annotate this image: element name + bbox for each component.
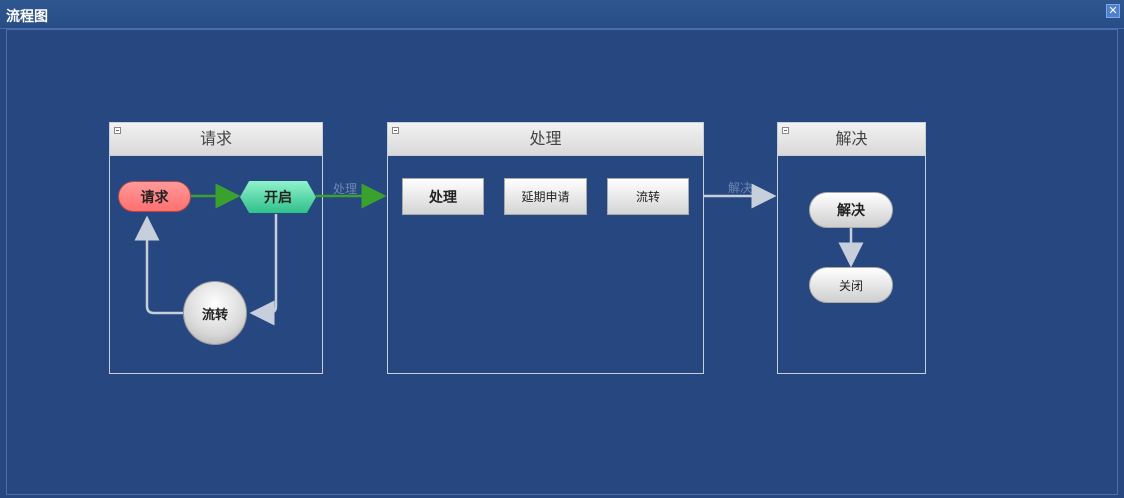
node-request[interactable]: 请求	[118, 181, 191, 212]
window-title: 流程图	[6, 9, 48, 25]
collapse-icon[interactable]	[114, 127, 121, 134]
process-button[interactable]: 处理	[402, 178, 484, 215]
node-request-label: 请求	[140, 189, 169, 206]
node-resolve[interactable]: 解决	[809, 192, 893, 228]
edge-label-process: 处理	[333, 182, 358, 196]
extend-request-button-label: 延期申请	[521, 190, 570, 204]
title-bar: 流程图 ✕	[0, 0, 1124, 29]
transfer-button-label: 流转	[635, 190, 660, 204]
transfer-button[interactable]: 流转	[607, 178, 689, 215]
node-transfer[interactable]: 流转	[183, 281, 247, 345]
process-button-label: 处理	[429, 189, 457, 206]
lane-process: 处理	[387, 122, 704, 374]
lane-resolve-title: 解决	[835, 129, 868, 148]
node-resolve-label: 解决	[837, 203, 865, 219]
lane-process-header: 处理	[388, 123, 703, 156]
collapse-icon[interactable]	[782, 127, 789, 134]
extend-request-button[interactable]: 延期申请	[504, 178, 587, 215]
lane-process-title: 处理	[529, 129, 562, 148]
lane-request-header: 请求	[110, 123, 322, 156]
lane-resolve: 解决	[777, 122, 926, 374]
lane-resolve-header: 解决	[778, 123, 925, 156]
close-icon[interactable]: ✕	[1106, 4, 1120, 18]
node-transfer-label: 流转	[201, 307, 228, 323]
collapse-icon[interactable]	[392, 127, 399, 134]
node-open-label: 开启	[264, 190, 292, 206]
node-open[interactable]: 开启	[240, 181, 316, 213]
node-close-label: 关闭	[838, 278, 863, 293]
node-close[interactable]: 关闭	[809, 267, 893, 303]
diagram-canvas	[6, 29, 1118, 495]
lane-request-title: 请求	[199, 129, 232, 148]
edge-label-resolve: 解决	[728, 181, 753, 195]
lane-request: 请求	[109, 122, 323, 374]
